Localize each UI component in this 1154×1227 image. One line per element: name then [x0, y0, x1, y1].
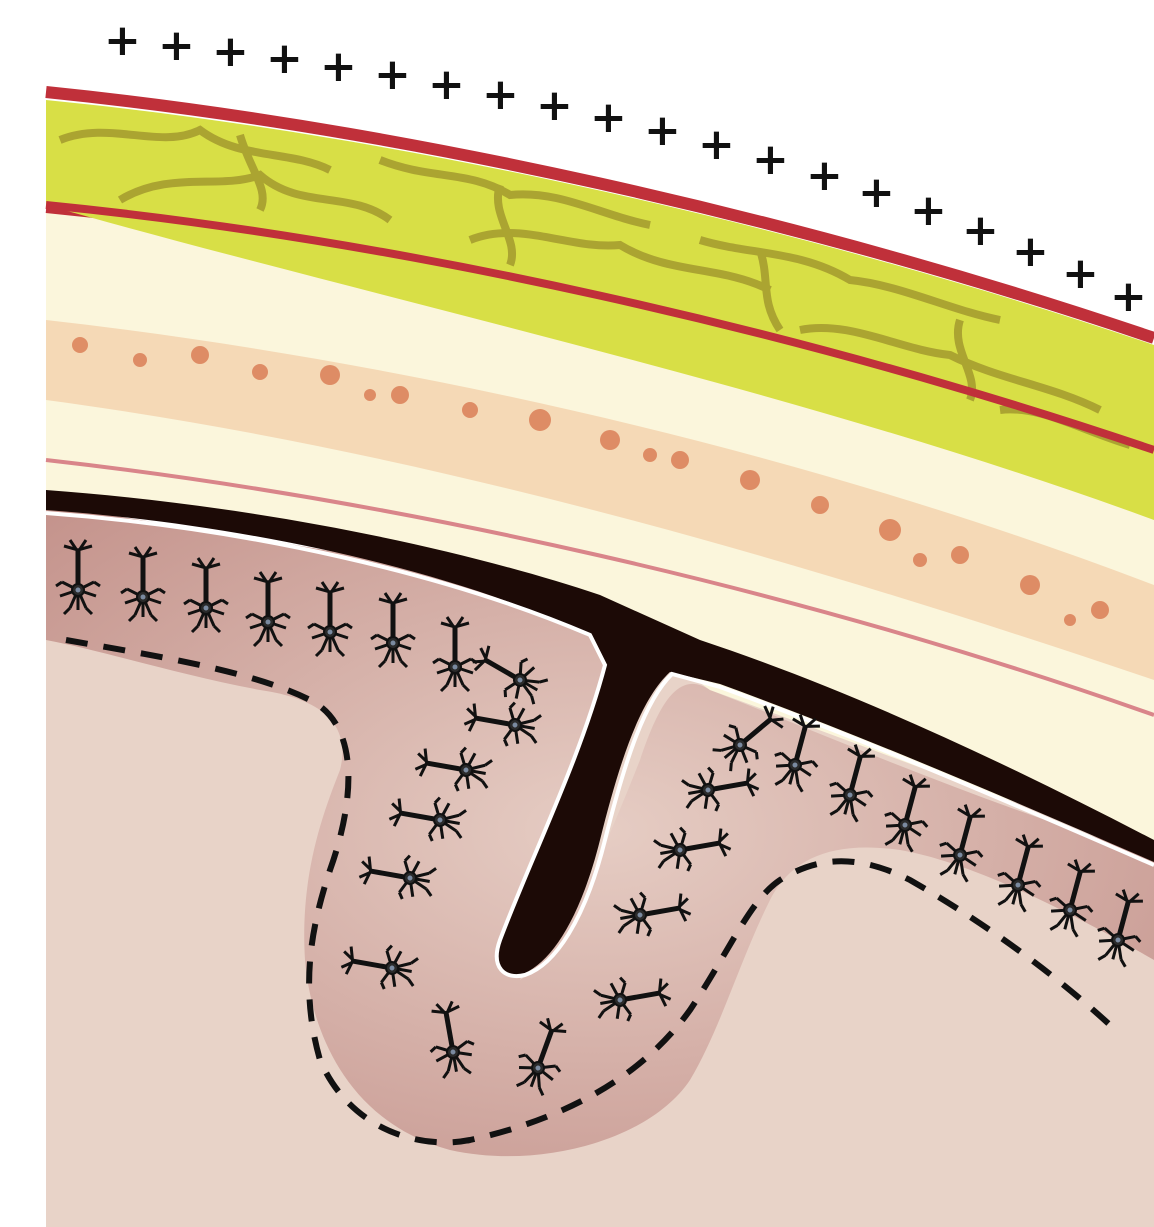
plus-sign: +	[806, 150, 843, 201]
plus-sign: +	[858, 167, 895, 218]
plus-sign: +	[212, 26, 249, 77]
plus-sign: +	[266, 33, 303, 84]
plus-sign: +	[320, 41, 357, 92]
plus-sign: +	[428, 59, 465, 110]
plus-sign: +	[536, 80, 573, 131]
plus-sign: +	[1012, 226, 1049, 277]
plus-sign: +	[644, 105, 681, 156]
plus-sign: +	[752, 134, 789, 185]
plus-sign: +	[482, 69, 519, 120]
plus-sign: +	[910, 185, 947, 236]
plus-sign: +	[590, 92, 627, 143]
plus-sign: +	[1110, 271, 1147, 322]
plus-sign: +	[962, 205, 999, 256]
plus-sign: +	[158, 20, 195, 71]
plus-sign: +	[374, 49, 411, 100]
plus-sign: +	[1062, 248, 1099, 299]
plus-sign: +	[104, 15, 141, 66]
plus-sign: +	[698, 119, 735, 170]
